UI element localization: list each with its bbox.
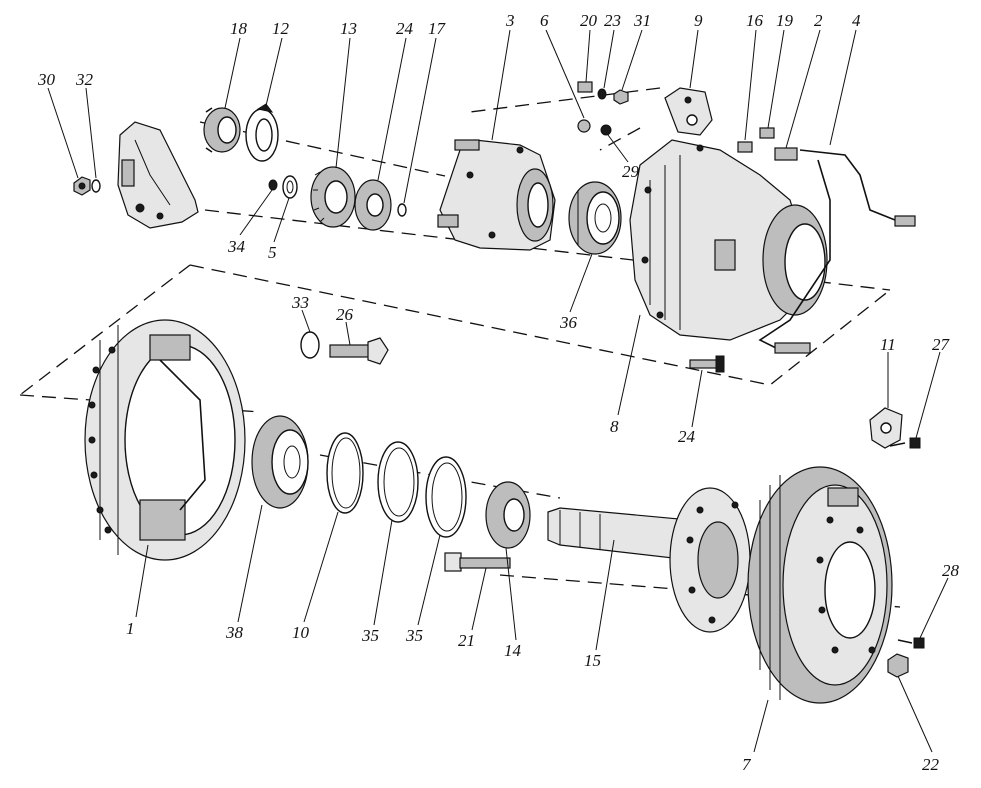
callout-16: 16 <box>746 11 764 30</box>
part-26-bolt <box>329 337 389 365</box>
part-21-bolt <box>444 552 511 572</box>
part-12-lockring <box>245 103 279 162</box>
part-20-bolt <box>577 81 593 93</box>
callout-9: 9 <box>694 11 703 30</box>
callout-18: 18 <box>230 19 248 38</box>
callout-20: 20 <box>580 11 598 30</box>
part-2-fitting <box>774 147 798 161</box>
callout-15: 15 <box>584 651 601 670</box>
callout-10: 10 <box>292 623 310 642</box>
part-18-nut <box>203 107 241 153</box>
part-38-bearing <box>251 415 309 509</box>
part-27-screw <box>889 437 921 449</box>
part-14-nut <box>485 481 531 549</box>
callout-32: 32 <box>75 70 94 89</box>
part-24-bolt-lower <box>689 355 725 373</box>
callout-14: 14 <box>504 641 522 660</box>
part-36-bearing <box>568 181 622 255</box>
callout-38: 38 <box>225 623 244 642</box>
part-35-ring-a <box>377 441 419 523</box>
callout-31: 31 <box>633 11 651 30</box>
part-13-gear-ring <box>310 166 356 228</box>
part-7-brake-drum <box>747 466 893 704</box>
callout-17: 17 <box>428 19 447 38</box>
callout-7: 7 <box>742 755 752 774</box>
callout-22: 22 <box>922 755 940 774</box>
part-19-fitting <box>759 127 775 139</box>
part-30-nut <box>73 176 91 196</box>
callout-24-lower: 24 <box>678 427 696 446</box>
callout-30: 30 <box>37 70 56 89</box>
callout-labels: 30 32 18 12 13 24 17 3 6 20 23 31 9 16 1… <box>37 11 960 774</box>
part-32-washer <box>91 179 101 193</box>
callout-35-b: 35 <box>405 626 423 645</box>
part-5-ring <box>282 175 298 199</box>
part-34-washer <box>268 179 278 191</box>
callout-35-a: 35 <box>361 626 379 645</box>
callout-23: 23 <box>604 11 621 30</box>
callout-13: 13 <box>340 19 357 38</box>
callout-6: 6 <box>540 11 549 30</box>
callout-1: 1 <box>126 619 135 638</box>
part-35-ring-b <box>425 456 467 538</box>
callout-4: 4 <box>852 11 861 30</box>
part-11-cover <box>869 407 903 449</box>
callout-29: 29 <box>622 162 640 181</box>
part-9-bracket <box>664 87 713 136</box>
part-24-small-gear <box>354 179 392 231</box>
part-4-brake-pipe <box>758 149 916 354</box>
callout-5: 5 <box>268 243 277 262</box>
part-33-washer <box>300 331 320 359</box>
callout-8: 8 <box>610 417 619 436</box>
callout-27: 27 <box>932 335 951 354</box>
callout-11: 11 <box>880 335 896 354</box>
callout-21: 21 <box>458 631 475 650</box>
callout-26: 26 <box>336 305 354 324</box>
callout-34: 34 <box>227 237 246 256</box>
brake-lining-holes <box>88 346 116 534</box>
part-10-ring <box>326 432 364 514</box>
part-1-brake-assembly <box>84 319 246 561</box>
callout-2: 2 <box>814 11 823 30</box>
part-23-washer <box>597 88 607 100</box>
part-22-nut <box>887 653 909 678</box>
part-31-nut <box>613 89 629 105</box>
callout-33: 33 <box>291 293 309 312</box>
callout-19: 19 <box>776 11 794 30</box>
part-29-fitting <box>600 124 612 136</box>
callout-3: 3 <box>505 11 515 30</box>
part-15-axle-shaft <box>547 487 751 633</box>
part-16-fitting <box>737 141 753 153</box>
leader-lines <box>47 29 949 753</box>
steering-knuckle-arm <box>117 121 199 229</box>
callout-12: 12 <box>272 19 290 38</box>
part-17-clip <box>397 203 407 217</box>
callout-28: 28 <box>942 561 960 580</box>
callout-24-upper: 24 <box>396 19 414 38</box>
part-28-screw <box>897 637 925 649</box>
part-6-fitting <box>577 119 591 133</box>
part-3-housing <box>437 139 556 251</box>
callout-36: 36 <box>559 313 578 332</box>
